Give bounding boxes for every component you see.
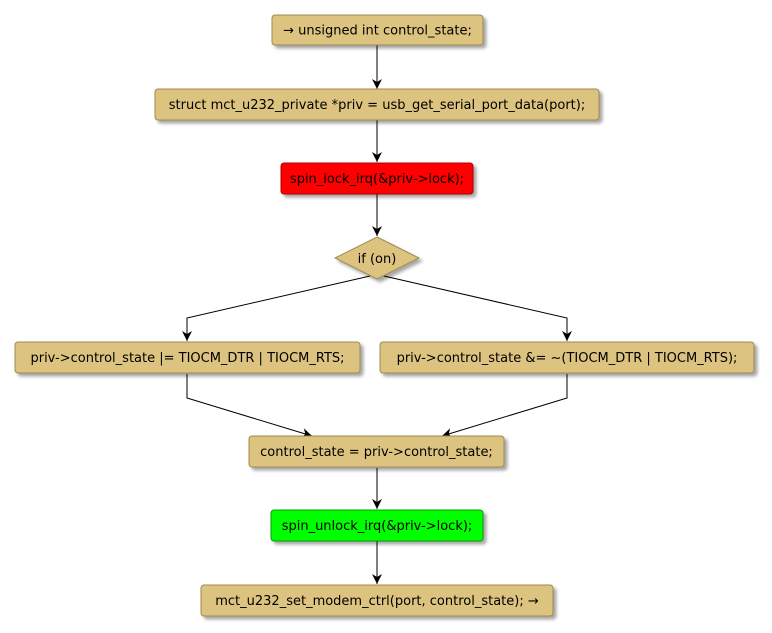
node-priv-decl: struct mct_u232_private *priv = usb_get_… [154, 88, 600, 121]
node-end-box [200, 584, 554, 617]
node-priv-decl-box [154, 88, 600, 121]
node-decision-diamond [333, 236, 421, 280]
edge-decision-to-set-branch [182, 275, 371, 341]
node-assign-box [248, 435, 505, 468]
node-set-branch-label: priv->control_state |= TIOCM_DTR | TIOCM… [30, 351, 344, 366]
node-spin-lock-box [280, 162, 474, 195]
node-set-branch-box [14, 341, 361, 374]
node-clear-branch: priv->control_state &= ~(TIOCM_DTR | TIO… [379, 341, 755, 374]
node-spin-lock-label: spin_lock_irq(&priv->lock); [290, 172, 464, 187]
node-priv-decl-label: struct mct_u232_private *priv = usb_get_… [169, 98, 585, 113]
edge-set-branch-to-assign [186, 374, 313, 438]
node-clear-branch-label: priv->control_state &= ~(TIOCM_DTR | TIO… [397, 351, 738, 366]
edges [182, 45, 572, 584]
node-spin-unlock: spin_unlock_irq(&priv->lock); [270, 509, 484, 542]
node-decision-label: if (on) [358, 252, 397, 267]
node-clear-branch-box [379, 341, 755, 374]
node-decision: if (on) [333, 236, 421, 280]
edge-clear-branch-to-assign [441, 374, 568, 438]
node-assign-label: control_state = priv->control_state; [260, 445, 493, 460]
node-start-box [271, 14, 484, 46]
edge-decision-to-clear-branch [383, 275, 572, 341]
node-spin-unlock-box [270, 509, 484, 542]
node-spin-lock: spin_lock_irq(&priv->lock); [280, 162, 474, 195]
node-spin-unlock-label: spin_unlock_irq(&priv->lock); [282, 519, 473, 534]
node-assign: control_state = priv->control_state; [248, 435, 505, 468]
node-set-branch: priv->control_state |= TIOCM_DTR | TIOCM… [14, 341, 361, 374]
node-start-label: → unsigned int control_state; [283, 24, 472, 39]
node-end: mct_u232_set_modem_ctrl(port, control_st… [200, 584, 554, 617]
node-start: → unsigned int control_state; [271, 14, 484, 46]
node-end-label: mct_u232_set_modem_ctrl(port, control_st… [215, 594, 539, 609]
